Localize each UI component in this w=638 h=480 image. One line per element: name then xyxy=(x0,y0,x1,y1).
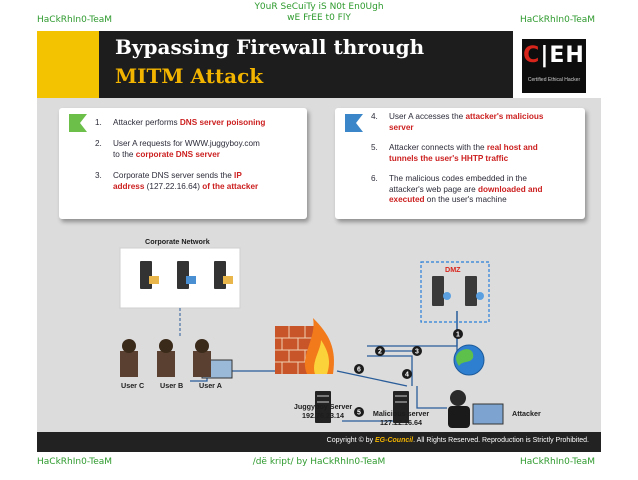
step-5-highlight-line2: tunnels the user's HHTP traffic xyxy=(389,153,509,163)
line-firewall-malicious xyxy=(367,355,413,386)
watermark-top-center-line1: Y0uR SeCuiTy iS N0t En0Ugh xyxy=(254,2,384,12)
step-3-text-line1: Corporate DNS server sends the xyxy=(113,171,235,180)
step-1-number: 1. xyxy=(95,118,102,127)
malicious-server-ip: 127.22.16.64 xyxy=(380,418,422,427)
step-6-number: 6. xyxy=(371,174,378,183)
ceh-logo-subtitle: Certified Ethical Hacker xyxy=(527,77,581,83)
ceh-logo: C|EH Certified Ethical Hacker xyxy=(522,39,586,93)
step-6-highlight-executed: executed xyxy=(389,195,425,204)
user-a-label: User A xyxy=(199,381,222,390)
badge-1: 1 xyxy=(453,329,463,339)
step-6-text-line3: on the user's machine xyxy=(424,195,507,204)
step-3-highlight-address: address xyxy=(113,181,145,191)
blue-flag-icon xyxy=(345,114,363,132)
step-6-text-line1: The malicious codes embedded in the xyxy=(389,174,527,183)
copyright-prefix: Copyright © by xyxy=(326,437,376,444)
step-5-highlight-line1: real host and xyxy=(486,143,538,152)
badge-3: 3 xyxy=(412,346,422,356)
corporate-server-icons xyxy=(140,261,233,289)
title-bar xyxy=(99,31,513,98)
step-3-highlight-ip: IP xyxy=(234,171,242,180)
slide-title-line2: MITM Attack xyxy=(115,64,264,88)
step-2-text-line1: User A requests for WWW.juggyboy.com xyxy=(113,139,260,148)
watermark-bottom-left: HaCkRhIn0-TeaM xyxy=(37,457,113,467)
badge-6: 6 xyxy=(354,364,364,374)
svg-text:1: 1 xyxy=(456,332,460,339)
badge-5: 5 xyxy=(354,407,364,417)
slide-header: Bypassing Firewall through MITM Attack C… xyxy=(37,31,601,98)
step-3-number: 3. xyxy=(95,171,102,180)
juggyboy-server-icon xyxy=(315,391,331,423)
ceh-logo-eh: EH xyxy=(549,43,585,68)
step-3-highlight-attacker: of the attacker xyxy=(202,181,259,191)
firewall-icon xyxy=(275,318,335,374)
diagram-canvas: 1 2 3 4 5 6 xyxy=(119,247,504,428)
svg-text:6: 6 xyxy=(357,367,361,374)
dmz-label: DMZ xyxy=(445,265,461,274)
line-firewall-dmz xyxy=(367,311,458,347)
slide: Bypassing Firewall through MITM Attack C… xyxy=(37,31,601,452)
watermark-top-left: HaCkRhIn0-TeaM xyxy=(37,15,113,25)
ceh-logo-bar: | xyxy=(540,43,550,68)
line-malicious-attacker xyxy=(416,386,447,409)
accent-block xyxy=(37,31,99,98)
copyright-suffix: . All Rights Reserved. Reproduction is S… xyxy=(413,437,589,444)
slide-title-line1: Bypassing Firewall through xyxy=(115,35,425,59)
copyright-text: Copyright © by EG-Council. All Rights Re… xyxy=(327,437,589,444)
watermark-bottom-center: /dë kript/ by HaCkRhIn0-TeaM xyxy=(252,457,386,467)
step-3-text-line2: (127.22.16.64) xyxy=(144,181,203,191)
copyright-brand: EG-Council xyxy=(375,437,414,444)
badge-2: 2 xyxy=(375,346,385,356)
attacker-label: Attacker xyxy=(512,409,541,418)
malicious-server-label: Malicious server xyxy=(372,409,430,418)
juggyboy-server-ip: 192.76.23.14 xyxy=(302,411,344,420)
step-2-number: 2. xyxy=(95,139,102,148)
step-4-highlight-line2: server xyxy=(389,122,414,132)
badge-4: 4 xyxy=(402,369,412,379)
malicious-server-icon xyxy=(393,391,409,423)
attacker-icon xyxy=(448,390,504,428)
step-2-text-line2: to the xyxy=(113,149,136,159)
step-1-highlight: DNS server poisoning xyxy=(179,118,266,127)
ceh-logo-c: C xyxy=(523,43,541,68)
step-2-highlight: corporate DNS server xyxy=(135,149,220,159)
user-b-label: User B xyxy=(160,381,184,390)
svg-text:4: 4 xyxy=(405,372,409,379)
step-5-text: Attacker connects with the xyxy=(389,143,487,152)
steps-card-left: 1. Attacker performs DNS server poisonin… xyxy=(59,108,307,219)
watermark-top-center-line2: wE FrEE t0 FlY xyxy=(287,13,351,23)
step-4-highlight-line1: attacker's malicious xyxy=(465,112,544,121)
watermark-bottom-right: HaCkRhIn0-TeaM xyxy=(520,457,596,467)
network-diagram: 1 2 3 4 5 6 Corporate Network DMZ User C… xyxy=(37,226,601,436)
svg-text:5: 5 xyxy=(357,410,361,417)
step-4-text: User A accesses the xyxy=(389,112,466,121)
dmz-server-icons xyxy=(432,276,484,306)
dmz-box xyxy=(420,261,490,323)
slide-footer: Copyright © by EG-Council. All Rights Re… xyxy=(37,432,601,452)
line-hop-6 xyxy=(336,370,408,387)
user-icons xyxy=(120,339,233,379)
step-6-highlight-downloaded: downloaded and xyxy=(477,184,543,194)
step-4-number: 4. xyxy=(371,112,378,121)
corporate-network-label: Corporate Network xyxy=(145,237,210,246)
steps-card-right: 4. User A accesses the attacker's malici… xyxy=(335,108,585,219)
svg-text:3: 3 xyxy=(415,349,419,356)
watermark-top-right: HaCkRhIn0-TeaM xyxy=(520,15,596,25)
internet-globe-icon xyxy=(453,344,485,376)
step-6-text-line2: attacker's web page are xyxy=(389,184,478,194)
user-c-label: User C xyxy=(121,381,145,390)
green-flag-icon xyxy=(69,114,87,132)
step-5-number: 5. xyxy=(371,143,378,152)
juggyboy-server-label: Juggyboy Server xyxy=(293,402,353,411)
svg-text:2: 2 xyxy=(378,349,382,356)
step-1-text: Attacker performs xyxy=(113,118,180,127)
